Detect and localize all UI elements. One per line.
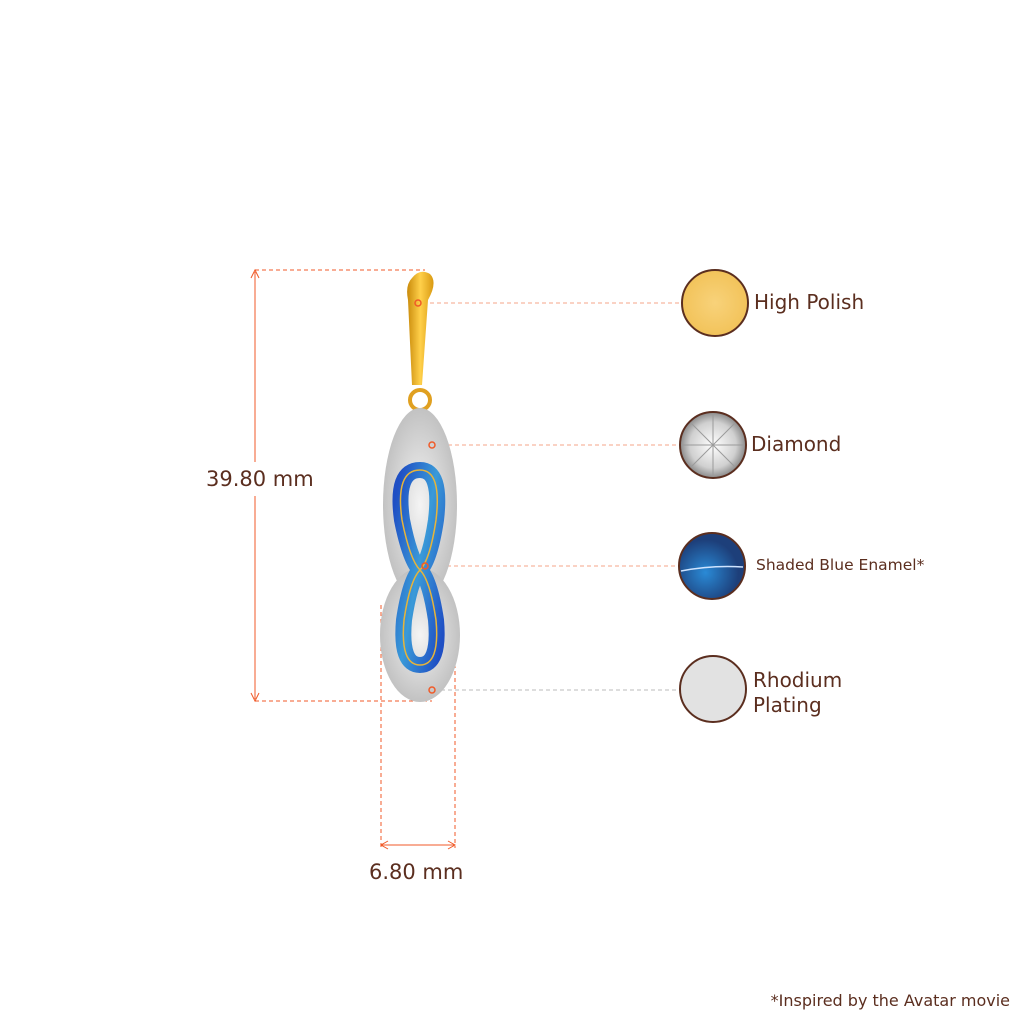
- high-polish-swatch: [681, 269, 749, 337]
- width-label: 6.80 mm: [369, 860, 464, 884]
- leader-lines: [426, 302, 682, 691]
- rhodium-swatch: [679, 655, 747, 723]
- diamond-swatch: [679, 411, 747, 479]
- height-label: 39.80 mm: [206, 467, 314, 491]
- blue-enamel-swatch: [678, 532, 746, 600]
- footnote: *Inspired by the Avatar movie: [770, 991, 1010, 1010]
- material-label-rhodium: Rhodium Plating: [753, 668, 843, 717]
- height-dimension: [250, 268, 432, 703]
- material-label-high-polish: High Polish: [754, 290, 865, 314]
- material-label-diamond: Diamond: [751, 432, 842, 456]
- material-label-enamel: Shaded Blue Enamel*: [756, 556, 925, 574]
- pendant-image: [380, 271, 460, 702]
